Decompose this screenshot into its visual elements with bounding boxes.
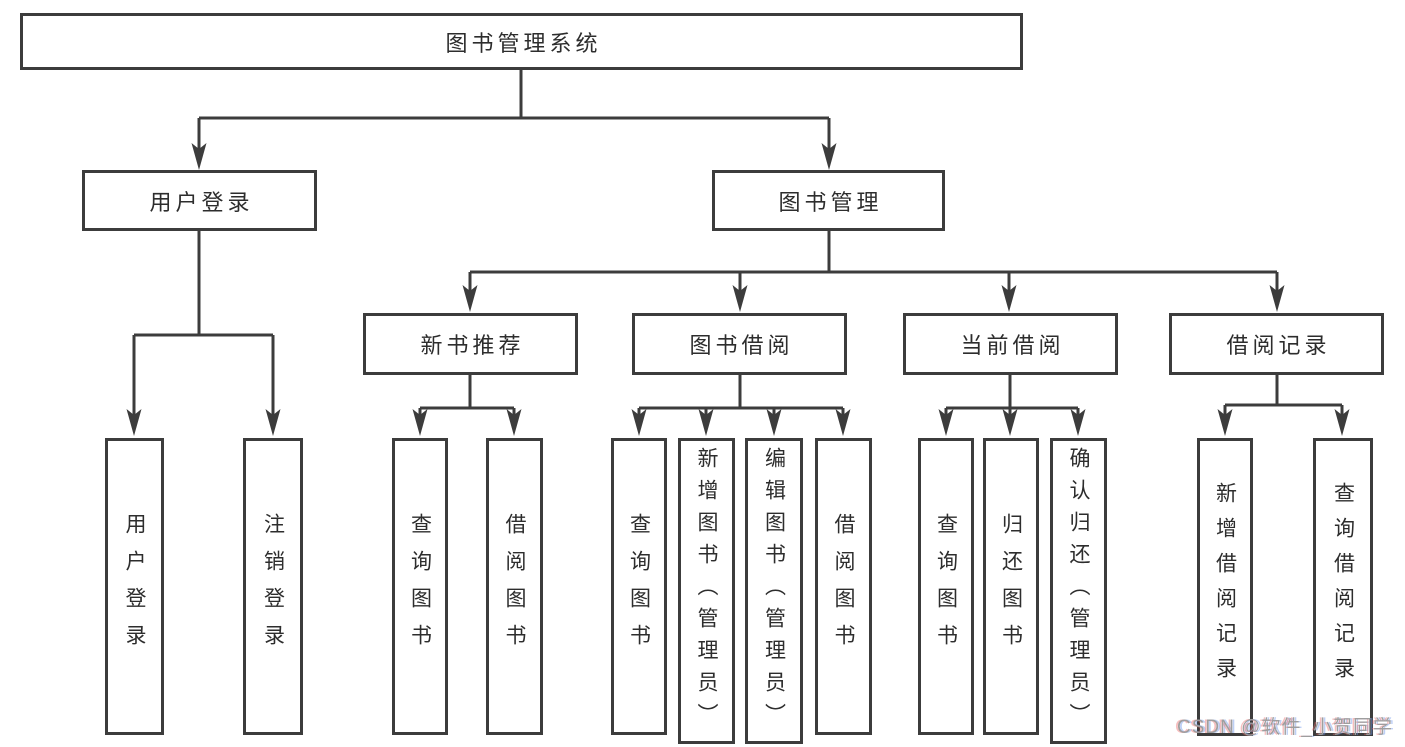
leaf-label: 新增图书（管理员） bbox=[695, 447, 719, 735]
csdn-watermark: CSDN @软件_小贺同学 bbox=[1177, 717, 1393, 738]
leaf-label: 查询图书 bbox=[627, 512, 651, 661]
leaf-query-books-recommend: 查询图书 bbox=[392, 438, 448, 735]
arrowhead bbox=[732, 285, 748, 312]
leaf-query-books-borrow: 查询图书 bbox=[611, 438, 667, 735]
leaf-borrow-books: 借阅图书 bbox=[815, 438, 872, 735]
arrowhead bbox=[265, 409, 281, 436]
arrowhead bbox=[631, 409, 647, 436]
arrowhead bbox=[1001, 285, 1017, 312]
node-user-login: 用户登录 bbox=[82, 170, 317, 231]
leaf-label: 借阅图书 bbox=[503, 512, 527, 661]
leaf-label: 查询借阅记录 bbox=[1331, 482, 1355, 692]
leaf-label: 编辑图书（管理员） bbox=[762, 447, 786, 735]
connector-root-to-level2 bbox=[191, 70, 837, 170]
node-label: 用户登录 bbox=[149, 189, 254, 215]
arrowhead bbox=[126, 409, 142, 436]
node-label: 当前借阅 bbox=[960, 333, 1065, 358]
leaf-label: 用户登录 bbox=[123, 512, 147, 661]
connector-user-login-to-leaves bbox=[126, 231, 281, 436]
arrowhead bbox=[506, 409, 522, 436]
node-current-borrow: 当前借阅 bbox=[903, 313, 1118, 375]
leaf-logout: 注销登录 bbox=[243, 438, 303, 735]
node-book-management: 图书管理 bbox=[712, 170, 945, 231]
arrowhead bbox=[698, 409, 714, 436]
leaf-query-borrow-record: 查询借阅记录 bbox=[1313, 438, 1373, 736]
node-library-management-system: 图书管理系统 bbox=[20, 13, 1023, 70]
connector-current-borrow-to-leaves bbox=[938, 375, 1086, 436]
arrowhead bbox=[1334, 409, 1350, 436]
node-label: 图书借阅 bbox=[689, 333, 794, 358]
leaf-label: 注销登录 bbox=[261, 512, 285, 661]
arrowhead bbox=[821, 143, 837, 170]
leaf-label: 确认归还（管理员） bbox=[1067, 447, 1091, 735]
node-label: 借阅记录 bbox=[1226, 333, 1331, 358]
connector-borrow-records-to-leaves bbox=[1217, 375, 1350, 436]
arrowhead bbox=[462, 285, 478, 312]
arrowhead bbox=[938, 409, 954, 436]
leaf-query-books-current: 查询图书 bbox=[918, 438, 974, 735]
arrowhead bbox=[1217, 409, 1233, 436]
leaf-label: 归还图书 bbox=[999, 512, 1023, 661]
arrowhead bbox=[835, 409, 851, 436]
arrowhead bbox=[412, 409, 428, 436]
node-book-borrow: 图书借阅 bbox=[632, 313, 847, 375]
node-new-book-recommend: 新书推荐 bbox=[363, 313, 578, 375]
leaf-return-book: 归还图书 bbox=[983, 438, 1039, 735]
node-label: 图书管理系统 bbox=[445, 30, 602, 56]
node-label: 图书管理 bbox=[778, 189, 883, 215]
connector-book-management-to-level3 bbox=[462, 231, 1285, 312]
leaf-label: 查询图书 bbox=[408, 512, 432, 661]
arrowhead bbox=[1269, 285, 1285, 312]
leaf-edit-book-admin: 编辑图书（管理员） bbox=[745, 438, 803, 744]
leaf-add-book-admin: 新增图书（管理员） bbox=[678, 438, 735, 744]
arrowhead bbox=[766, 409, 782, 436]
leaf-label: 新增借阅记录 bbox=[1213, 482, 1237, 692]
arrowhead bbox=[1070, 409, 1086, 436]
leaf-label: 借阅图书 bbox=[832, 512, 856, 661]
arrowhead bbox=[191, 143, 207, 170]
connector-new-book-recommend-to-leaves bbox=[412, 375, 522, 436]
node-borrow-records: 借阅记录 bbox=[1169, 313, 1384, 375]
leaf-label: 查询图书 bbox=[934, 512, 958, 661]
arrowhead bbox=[1002, 409, 1018, 436]
connector-book-borrow-to-leaves bbox=[631, 375, 851, 436]
leaf-add-borrow-record: 新增借阅记录 bbox=[1197, 438, 1253, 736]
node-label: 新书推荐 bbox=[420, 333, 525, 358]
leaf-confirm-return-admin: 确认归还（管理员） bbox=[1050, 438, 1107, 744]
leaf-borrow-books-recommend: 借阅图书 bbox=[486, 438, 543, 735]
leaf-user-login: 用户登录 bbox=[105, 438, 164, 735]
